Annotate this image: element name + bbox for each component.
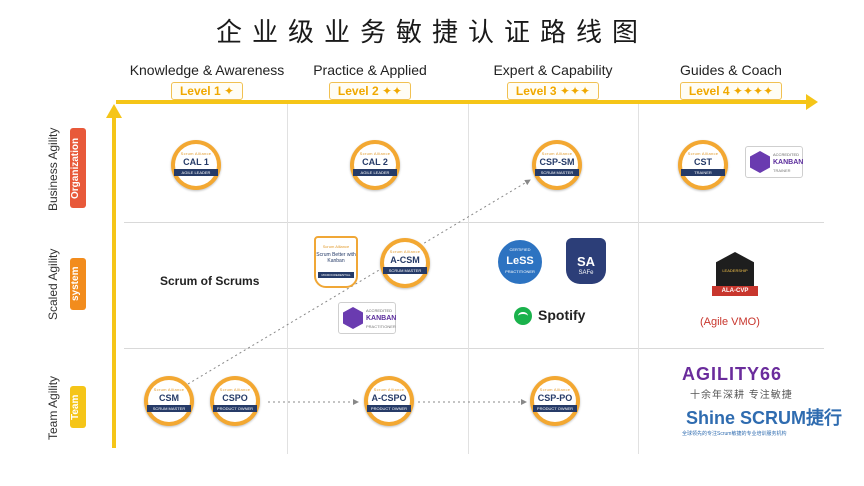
shine-scrum-tagline: 全球领先的专注Scrum敏捷的专业培训服务机构 [682,431,787,437]
kanban-line3: TRAINER [773,168,791,173]
less-mid: LeSS [506,255,534,267]
kanban-icon [750,151,770,173]
badge-ribbon: SCRUM MASTER [383,267,427,274]
badge-code: CAL 1 [183,157,209,167]
badge-code: CSP-SM [539,157,575,167]
level-2-tag: Level 2 ✦✦ [328,82,412,100]
badge-a-csm: Scrum Alliance A-CSM SCRUM MASTER [380,238,430,288]
agility66-tagline: 十余年深耕 专注敏捷 [690,390,793,401]
badge-ribbon: PRODUCT OWNER [367,405,411,412]
badge-code: CST [694,157,712,167]
badge-ribbon: AGILE LEADER [174,169,218,176]
badge-ribbon: PRODUCT OWNER [533,405,577,412]
badge-logo: Scrum Alliance [219,387,251,392]
less-top: CERTIFIED [509,247,531,252]
safe-code: SA [576,254,596,269]
level-axis-arrow-icon [806,94,818,110]
safe-sub: SAFe [578,270,594,276]
badge-a-cspo: Scrum Alliance A-CSPO PRODUCT OWNER [364,376,414,426]
spotify-label: Spotify [538,307,586,323]
badge-safe-sa: SA SAFe [566,238,606,284]
shine-scrum-logo: Shine SCRUM捷行 [686,408,843,428]
kanban-line1: ACCREDITED [366,308,393,313]
badge-ribbon: PRODUCT OWNER [213,405,257,412]
badge-csp-sm: Scrum Alliance CSP-SM SCRUM MASTER [532,140,582,190]
shield-text: Scrum Better with Kanban [316,252,356,264]
kanban-icon [343,307,363,329]
badge-ribbon: SCRUM MASTER [147,405,191,412]
badge-ribbon: TRAINER [681,169,725,176]
badge-code: CSPO [222,393,248,403]
badge-ribbon: AGILE LEADER [353,169,397,176]
grid-divider [124,222,824,223]
scope-axis-arrow-icon [106,104,122,118]
level-4-tag: Level 4 ✦✦✦✦ [679,82,783,100]
grid-divider [287,104,288,454]
badge-logo: Scrum Alliance [153,387,185,392]
badge-code: CAL 2 [362,157,388,167]
growth-path-arrow [187,179,531,385]
kanban-line2: KANBAN [773,159,804,166]
badge-csp-po: Scrum Alliance CSP-PO PRODUCT OWNER [530,376,580,426]
badge-code: CSM [159,393,179,403]
ala-shield: LEADERSHIP [716,252,754,286]
level-3-name: Expert & Capability [493,62,613,78]
badge-kanban-practitioner: ACCREDITED KANBAN PRACTITIONER [338,302,396,334]
page-title: 企业级业务敏捷认证路线图 [215,18,648,48]
level-3-tag: Level 3 ✦✦✦ [506,82,600,100]
level-1-header: Knowledge & Awareness Level 1 ✦ [122,62,292,100]
badge-logo: Scrum Alliance [359,151,391,156]
badge-logo: Scrum Alliance [539,387,571,392]
kanban-line3: PRACTITIONER [366,324,396,329]
spotify-icon [514,307,532,325]
level-1-name: Knowledge & Awareness [129,62,285,78]
grid-divider [124,348,824,349]
kanban-line1: ACCREDITED [773,152,800,157]
agility66-logo: AGILITY66 [682,364,783,384]
badge-less: CERTIFIED LeSS PRACTITIONER [498,240,542,284]
badge-logo: Scrum Alliance [373,387,405,392]
less-bottom: PRACTITIONER [505,269,535,274]
ala-top-text: LEADERSHIP [722,268,748,273]
grid-divider [638,104,639,454]
badge-logo: Scrum Alliance [541,151,573,156]
level-axis [116,100,814,104]
level-3-header: Expert & Capability Level 3 ✦✦✦ [468,62,638,100]
badge-logo: Scrum Alliance [180,151,212,156]
badge-code: A-CSM [390,255,420,265]
level-2-name: Practice & Applied [313,62,427,78]
badge-cspo: Scrum Alliance CSPO PRODUCT OWNER [210,376,260,426]
badge-code: A-CSPO [371,393,407,403]
badge-csm: Scrum Alliance CSM SCRUM MASTER [144,376,194,426]
badge-scrum-kanban: Scrum Alliance Scrum Better with Kanban … [314,236,358,288]
badge-kanban-trainer: ACCREDITED KANBAN TRAINER [745,146,803,178]
shield-ribbon: MICROCREDENTIAL [318,272,354,278]
badge-cal1: Scrum Alliance CAL 1 AGILE LEADER [171,140,221,190]
badge-logo: Scrum Alliance [389,249,421,254]
level-2-header: Practice & Applied Level 2 ✦✦ [285,62,455,100]
ala-label: ALA-CVP [712,286,758,296]
badge-ribbon: SCRUM MASTER [535,169,579,176]
badge-ala-cvp: LEADERSHIP ALA-CVP [712,252,758,302]
badge-cst: Scrum Alliance CST TRAINER [678,140,728,190]
level-4-name: Guides & Coach [680,62,782,78]
level-4-header: Guides & Coach Level 4 ✦✦✦✦ [646,62,816,100]
grid-divider [468,104,469,454]
scope-axis [112,118,116,448]
scrum-of-scrums-label: Scrum of Scrums [160,274,260,288]
kanban-line2: KANBAN [366,315,397,322]
level-1-tag: Level 1 ✦ [170,82,244,100]
badge-cal2: Scrum Alliance CAL 2 AGILE LEADER [350,140,400,190]
badge-logo: Scrum Alliance [687,151,719,156]
shield-logo: Scrum Alliance [322,244,350,249]
badge-code: CSP-PO [537,393,573,403]
agile-vmo-label: (Agile VMO) [700,316,760,328]
